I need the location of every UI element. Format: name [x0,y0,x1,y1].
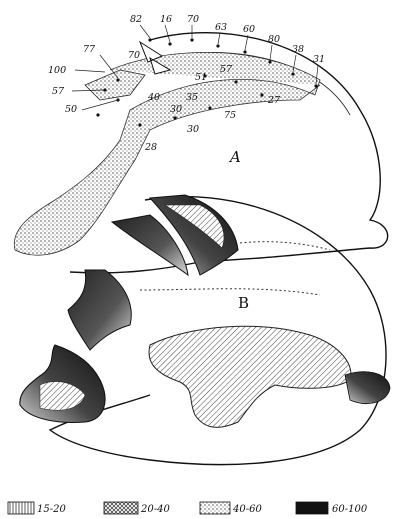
point-label: 100 [48,65,66,76]
point-label: 30 [187,124,199,135]
point-label: 16 [160,14,172,25]
point-label: 57 [52,86,65,97]
section-a-stipple-band [14,52,320,255]
legend-swatch-60-100 [296,502,328,514]
point-label: 28 [144,142,157,153]
point-label: 38 [292,44,304,55]
legend-label: 60-100 [332,504,368,515]
central-hatched-lobe [345,372,390,404]
point-label: 77 [83,44,96,55]
point-label: 80 [268,34,280,45]
point-label: 57 [220,64,233,75]
central-hatched-region [149,326,351,427]
point-label: 50 [65,104,77,115]
point-label: 60 [243,24,255,35]
point-label: 40 [147,92,160,103]
point-label: 27 [267,95,281,106]
legend-label: 20-40 [140,504,170,515]
section-label-b: B [238,294,249,312]
point-label: 70 [128,50,140,61]
legend-label: 15-20 [37,504,66,515]
point-label: 35 [186,92,198,103]
section-label-a: A [228,148,241,166]
legend-swatch-20-40 [104,502,138,514]
ventricle-middle [68,270,131,350]
point-label: 31 [313,54,325,65]
point-label: 82 [130,14,142,25]
legend-swatch-15-20 [8,502,34,514]
point-label: 63 [215,22,227,33]
point-label: 75 [224,110,236,121]
point-label: 30 [170,104,182,115]
legend-label: 40-60 [232,504,262,515]
legend: 15-20 20-40 40-60 60-100 [8,502,368,515]
legend-swatch-40-60 [200,502,230,514]
point-label: 70 [187,14,199,25]
